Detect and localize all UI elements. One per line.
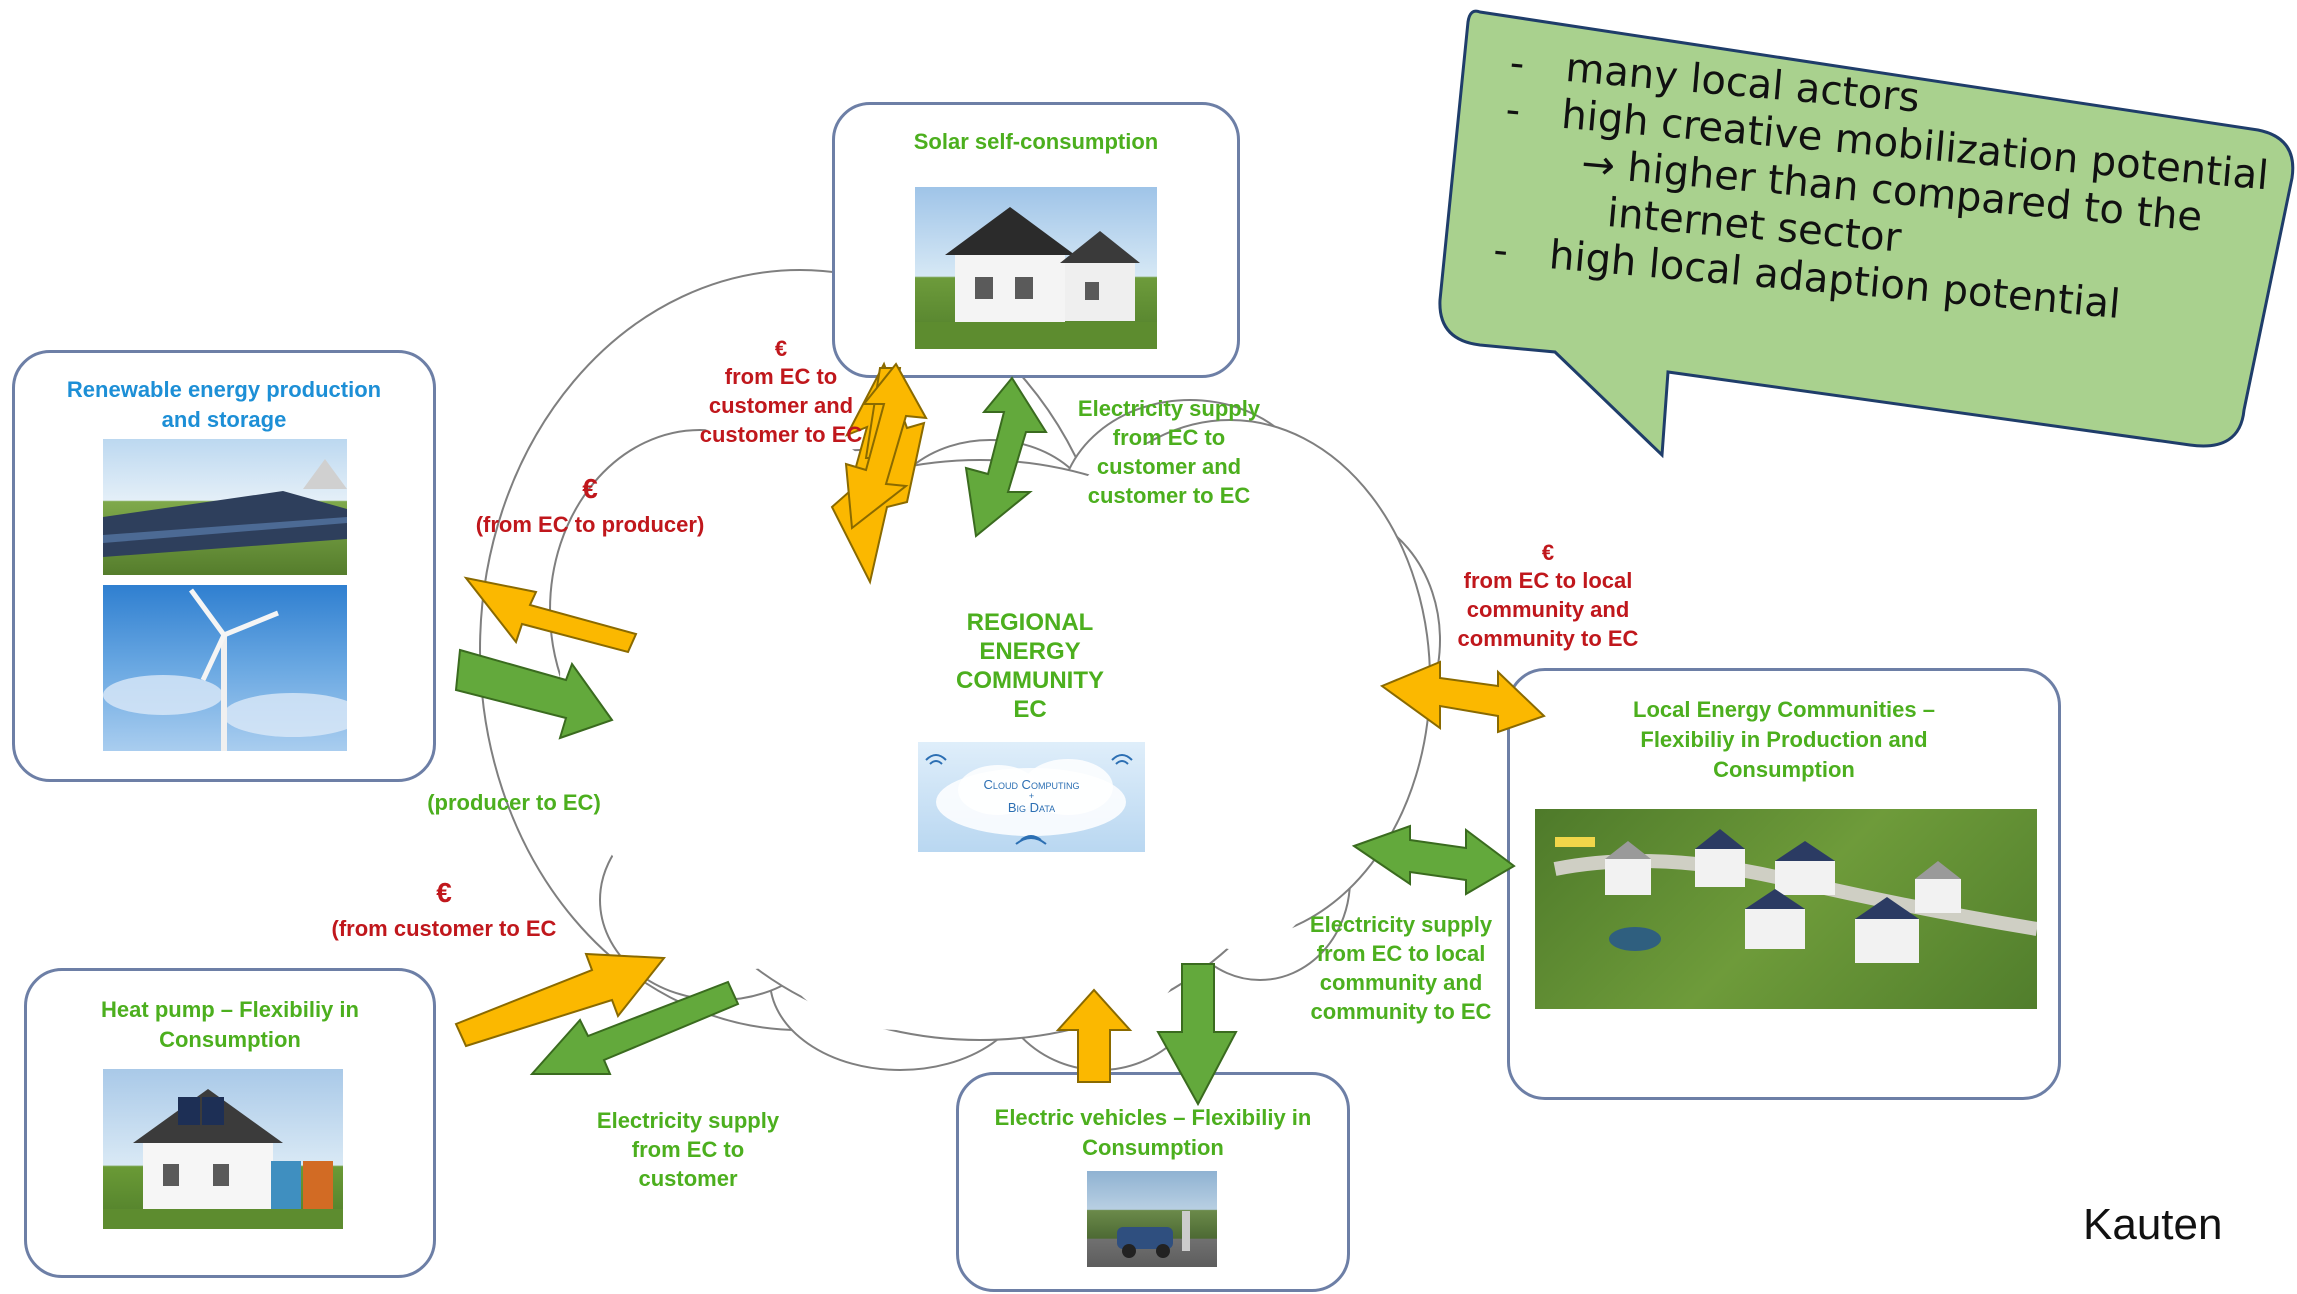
solar-electricity-label: Electricity supply from EC to customer a… <box>1077 396 1261 508</box>
electric-vehicle-image <box>1087 1171 1217 1267</box>
box-title: Renewable energy production and storage <box>66 377 382 432</box>
box-title: Electric vehicles – Flexibiliy in Consum… <box>994 1105 1312 1160</box>
box-title: Heat pump – Flexibiliy in Consumption <box>101 997 359 1052</box>
box-title: Solar self-consumption <box>913 129 1159 154</box>
renewable-energy-box: Renewable energy production and storage <box>12 350 436 782</box>
cloud-computing-image: Cloud Computing + Big Data <box>918 742 1145 852</box>
solar-park-image <box>103 439 347 575</box>
solar-money-label: € from EC to customer and customer to EC <box>699 336 863 447</box>
regional-energy-community-title: REGIONAL ENERGY COMMUNITY EC <box>956 609 1104 723</box>
heatpump-electricity-label: Electricity supply from EC to customer <box>596 1108 780 1191</box>
electric-vehicles-box: Electric vehicles – Flexibiliy in Consum… <box>956 1072 1350 1292</box>
box-title: Local Energy Communities – Flexibiliy in… <box>1633 697 1935 782</box>
heat-pump-box: Heat pump – Flexibiliy in Consumption <box>24 968 436 1278</box>
author-name: Kauten <box>2083 1200 2223 1249</box>
heatpump-money-label: € (from customer to EC <box>331 877 557 941</box>
community-money-label: € from EC to local community and communi… <box>1457 540 1639 651</box>
local-energy-communities-box: Local Energy Communities – Flexibiliy in… <box>1507 668 2061 1100</box>
solar-self-consumption-box: Solar self-consumption <box>832 102 1240 378</box>
house-image <box>915 187 1157 349</box>
producer-electricity-label: (producer to EC) <box>427 790 601 815</box>
cloud-computing-label: Cloud Computing + Big Data <box>983 777 1080 815</box>
community-village-image <box>1535 809 2037 1009</box>
community-electricity-label: Electricity supply from EC to local comm… <box>1309 912 1493 1024</box>
producer-money-label: € (from EC to producer) <box>475 473 705 537</box>
wind-turbine-image <box>103 585 347 751</box>
heat-pump-house-image <box>103 1069 343 1229</box>
